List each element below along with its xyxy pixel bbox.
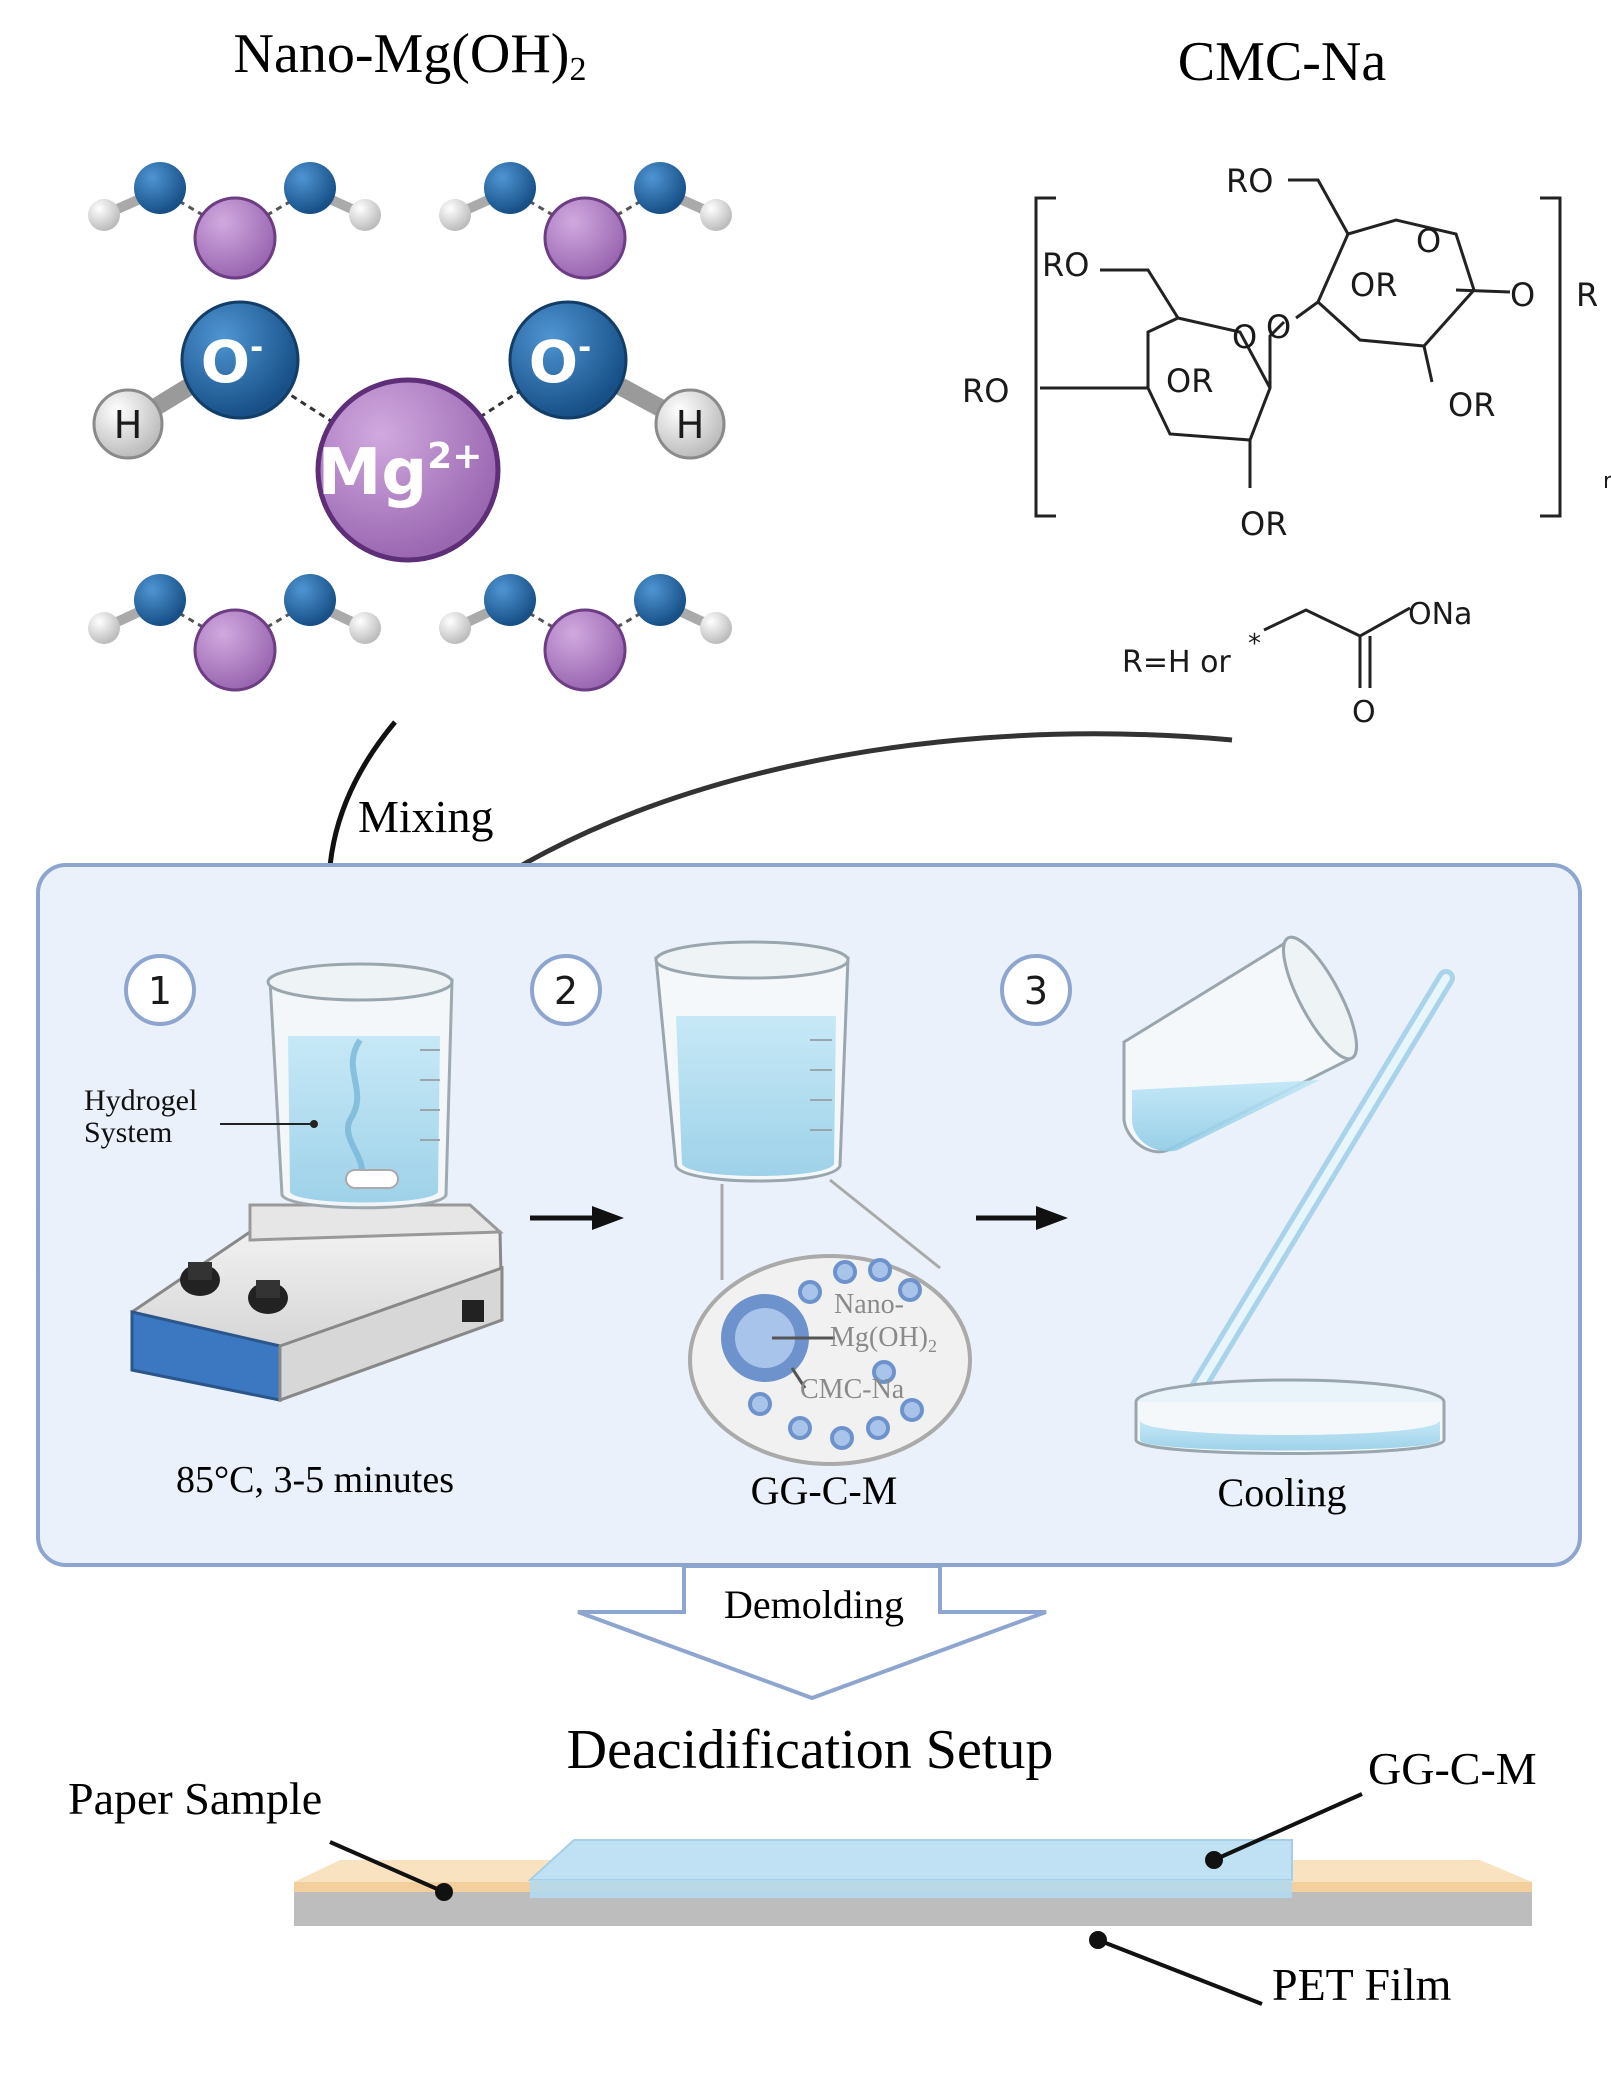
beaker-stirring xyxy=(266,962,454,1210)
svg-text:R: R xyxy=(1576,276,1598,314)
step-2-marker: 2 xyxy=(530,954,602,1026)
svg-text:GG-C-M: GG-C-M xyxy=(1368,1743,1537,1794)
glass-rod xyxy=(1179,969,1455,1413)
svg-text:OR: OR xyxy=(1166,362,1213,400)
arrow-step1-to-2 xyxy=(530,1206,624,1230)
svg-text:Paper Sample: Paper Sample xyxy=(68,1773,322,1824)
small-unit-bottom-left xyxy=(88,574,381,692)
nanoparticles xyxy=(748,1258,924,1450)
svg-text:2: 2 xyxy=(554,969,578,1013)
svg-text:OR: OR xyxy=(1240,505,1287,543)
mg-label: Mg2+ xyxy=(318,436,483,510)
hydrogel-callout: Hydrogel System xyxy=(84,1084,318,1149)
o-atom-right xyxy=(508,300,628,420)
bracket-right xyxy=(1540,196,1562,518)
mixing-label: Mixing xyxy=(358,791,493,842)
pouring-beaker xyxy=(1122,935,1358,1154)
petri-dish xyxy=(1134,1378,1446,1455)
svg-text:RO: RO xyxy=(1226,162,1273,200)
gel-layer xyxy=(527,1839,1293,1881)
svg-text:O: O xyxy=(1510,276,1535,314)
step-3-marker: 3 xyxy=(1000,954,1072,1026)
o-atom-left xyxy=(180,300,300,420)
arrow-step2-to-3 xyxy=(976,1206,1068,1230)
setup-title: Deacidification Setup xyxy=(567,1719,1054,1781)
svg-text:Hydrogel: Hydrogel xyxy=(84,1084,197,1117)
pet-callout: PET Film xyxy=(1089,1931,1452,2010)
svg-text:OR: OR xyxy=(1350,266,1397,304)
ring-left xyxy=(1146,316,1272,442)
svg-text:1: 1 xyxy=(148,969,172,1013)
demolding-label: Demolding xyxy=(724,1582,904,1627)
svg-text:OR: OR xyxy=(1448,386,1495,424)
small-unit-bottom-right xyxy=(439,574,732,692)
setup-layers xyxy=(294,1839,1532,1926)
cmc-na-labels: RO RO RO OR OR OR OR O O O O R n R=H or … xyxy=(962,162,1611,730)
zoom-lines xyxy=(720,1178,941,1280)
mgoh2-molecule: H H O- O- Mg2+ xyxy=(88,162,732,692)
svg-text:PET Film: PET Film xyxy=(1272,1959,1452,2010)
cooling-label: Cooling xyxy=(1218,1470,1347,1515)
beaker-gel xyxy=(654,940,850,1183)
gg-label-step2: GG-C-M xyxy=(751,1468,898,1513)
r-definition: R=H or xyxy=(1122,645,1231,680)
svg-text:ONa: ONa xyxy=(1408,597,1472,632)
central-mg-oh2: H H O- O- Mg2+ xyxy=(92,300,726,563)
demolding-arrow xyxy=(577,1564,1047,1701)
title-nano-mgoh2: Nano-Mg(OH)2 xyxy=(234,23,587,88)
paper-callout: Paper Sample xyxy=(68,1773,453,1901)
o-label-left: O- xyxy=(201,328,264,396)
svg-text:RO: RO xyxy=(962,372,1009,410)
h-atom-left xyxy=(92,388,164,460)
small-unit-top-right xyxy=(439,162,732,280)
svg-text:CMC-Na: CMC-Na xyxy=(800,1374,905,1405)
zoom-bubble: Nano- Mg(OH)2 CMC-Na xyxy=(688,1254,972,1466)
ring-right xyxy=(1316,218,1476,348)
svg-text:Mg(OH)2: Mg(OH)2 xyxy=(830,1322,937,1356)
gel-callout: GG-C-M xyxy=(1205,1743,1537,1869)
bracket-left xyxy=(1034,196,1056,518)
svg-text:O: O xyxy=(1266,308,1291,346)
svg-text:Nano-: Nano- xyxy=(834,1289,904,1320)
step-1-marker: 1 xyxy=(124,954,196,1026)
o-label-right: O- xyxy=(529,328,592,396)
svg-text:System: System xyxy=(84,1116,172,1149)
svg-text:O: O xyxy=(1352,695,1376,730)
svg-text:*: * xyxy=(1248,629,1261,659)
mg-atom xyxy=(315,377,501,563)
hotplate-stirrer xyxy=(130,1203,504,1403)
h-label-left: H xyxy=(114,403,143,447)
svg-text:O: O xyxy=(1232,318,1257,356)
svg-text:n: n xyxy=(1603,469,1611,494)
cmc-na-structure xyxy=(1034,178,1562,688)
svg-text:O: O xyxy=(1416,222,1441,260)
svg-text:3: 3 xyxy=(1024,969,1048,1013)
condition-label: 85°C, 3-5 minutes xyxy=(176,1459,454,1501)
h-atom-right xyxy=(654,388,726,460)
title-cmc-na: CMC-Na xyxy=(1178,31,1387,93)
h-label-right: H xyxy=(676,403,705,447)
svg-text:RO: RO xyxy=(1042,246,1089,284)
small-unit-top-left xyxy=(88,162,381,280)
